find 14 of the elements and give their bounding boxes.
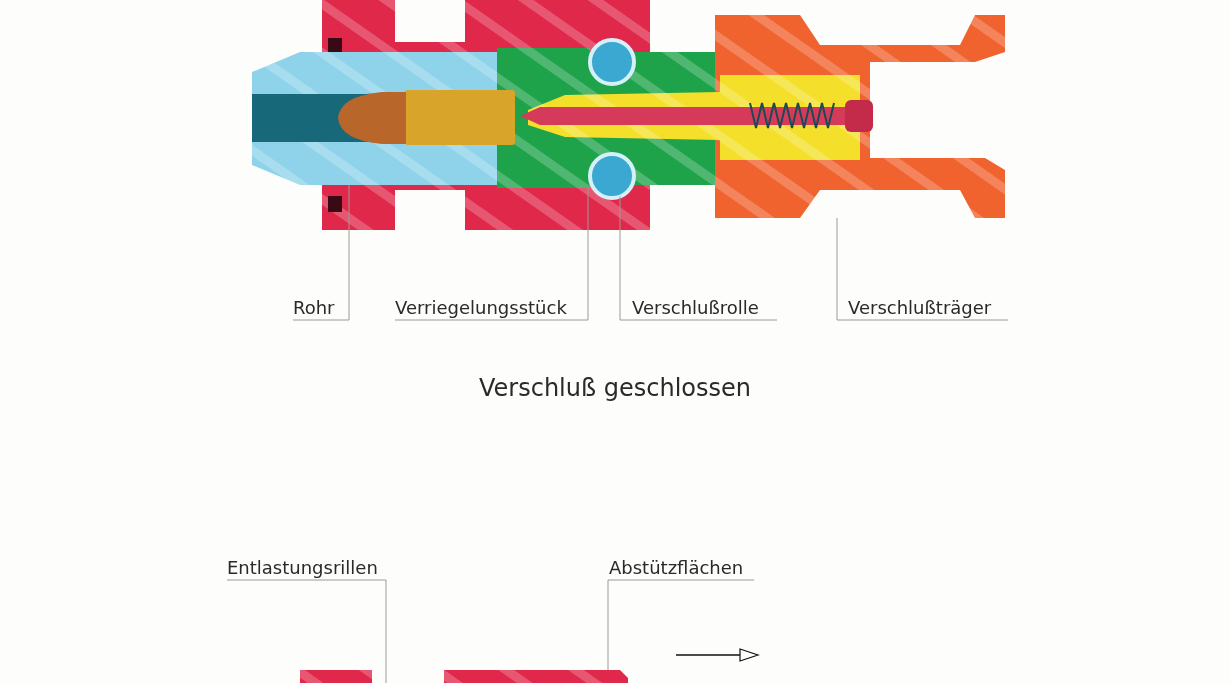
leader-line [394,187,589,321]
locking-piece [444,670,628,683]
leader-line [226,579,387,683]
part-label: Verschlußrolle [632,296,759,320]
part-label: Rohr [293,296,335,320]
leader-line [619,196,778,321]
part-label: Verschlußträger [848,296,992,320]
leader-line [607,579,755,671]
leader-line [836,217,1009,321]
leader-line [292,184,350,321]
figure-title: Verschluß geschlossen [478,374,752,402]
part-label: Abstützflächen [609,556,744,580]
part-label: Verriegelungsstück [395,296,567,320]
part-label: Entlastungsrillen [227,556,378,580]
